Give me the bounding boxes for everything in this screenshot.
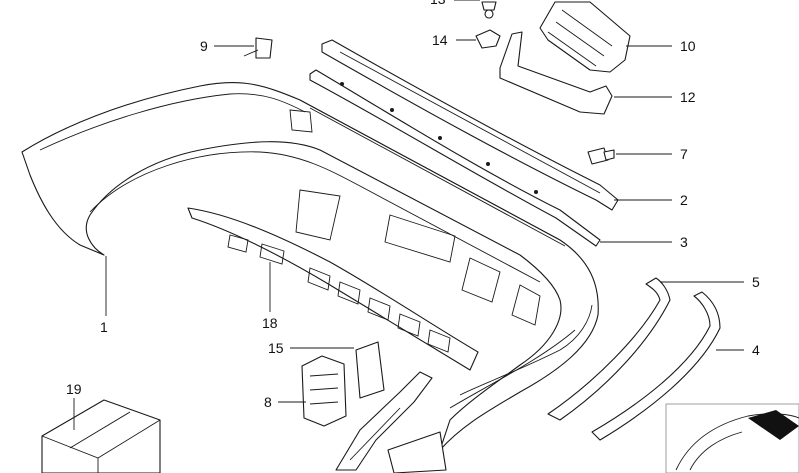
callout-5: 5 xyxy=(660,274,760,290)
callout-label-8: 8 xyxy=(264,394,272,410)
callout-10: 10 xyxy=(626,38,696,54)
callout-label-1: 1 xyxy=(100,319,108,335)
callout-2: 2 xyxy=(614,192,688,208)
bracket-10 xyxy=(539,1,631,73)
upper-trim-strip xyxy=(321,39,619,211)
callout-label-4: 4 xyxy=(752,342,760,358)
callout-14: 14 xyxy=(432,32,476,48)
push-rivet-7 xyxy=(587,147,615,165)
callout-7: 7 xyxy=(616,146,688,162)
mounting-bracket-8 xyxy=(301,355,347,427)
callout-13: 13 xyxy=(430,0,480,7)
callout-18: 18 xyxy=(262,262,278,331)
callout-15: 15 xyxy=(268,340,354,356)
callout-3: 3 xyxy=(600,234,688,250)
callout-label-18: 18 xyxy=(262,315,278,331)
lower-trim-strip xyxy=(309,69,601,247)
lower-guide-bracket xyxy=(335,371,433,471)
bracket-15 xyxy=(355,341,385,399)
callout-label-5: 5 xyxy=(752,274,760,290)
callout-8: 8 xyxy=(264,394,306,410)
callout-4: 4 xyxy=(716,342,760,358)
lower-diffuser xyxy=(187,207,479,371)
callout-label-15: 15 xyxy=(268,340,284,356)
clip-9 xyxy=(243,37,273,59)
callout-9: 9 xyxy=(200,38,254,54)
reflector-strip-4 xyxy=(591,291,721,441)
fastener-13 xyxy=(481,1,497,19)
callout-19: 19 xyxy=(66,381,82,430)
clip-14 xyxy=(475,29,501,49)
control-unit xyxy=(387,431,447,473)
packaging-box-19 xyxy=(41,399,161,473)
callout-label-14: 14 xyxy=(432,32,448,48)
vehicle-location-inset xyxy=(665,403,799,473)
callout-12: 12 xyxy=(614,89,696,105)
callout-label-2: 2 xyxy=(680,192,688,208)
callout-label-7: 7 xyxy=(680,146,688,162)
callout-label-3: 3 xyxy=(680,234,688,250)
bracket-12 xyxy=(499,31,613,115)
bumper-trim-panel xyxy=(21,81,599,451)
callout-label-13: 13 xyxy=(430,0,446,7)
reflector-strip-5 xyxy=(547,277,671,421)
callout-label-19: 19 xyxy=(66,381,82,397)
callout-label-10: 10 xyxy=(680,38,696,54)
callout-1: 1 xyxy=(100,256,108,335)
callout-label-9: 9 xyxy=(200,38,208,54)
callout-label-12: 12 xyxy=(680,89,696,105)
